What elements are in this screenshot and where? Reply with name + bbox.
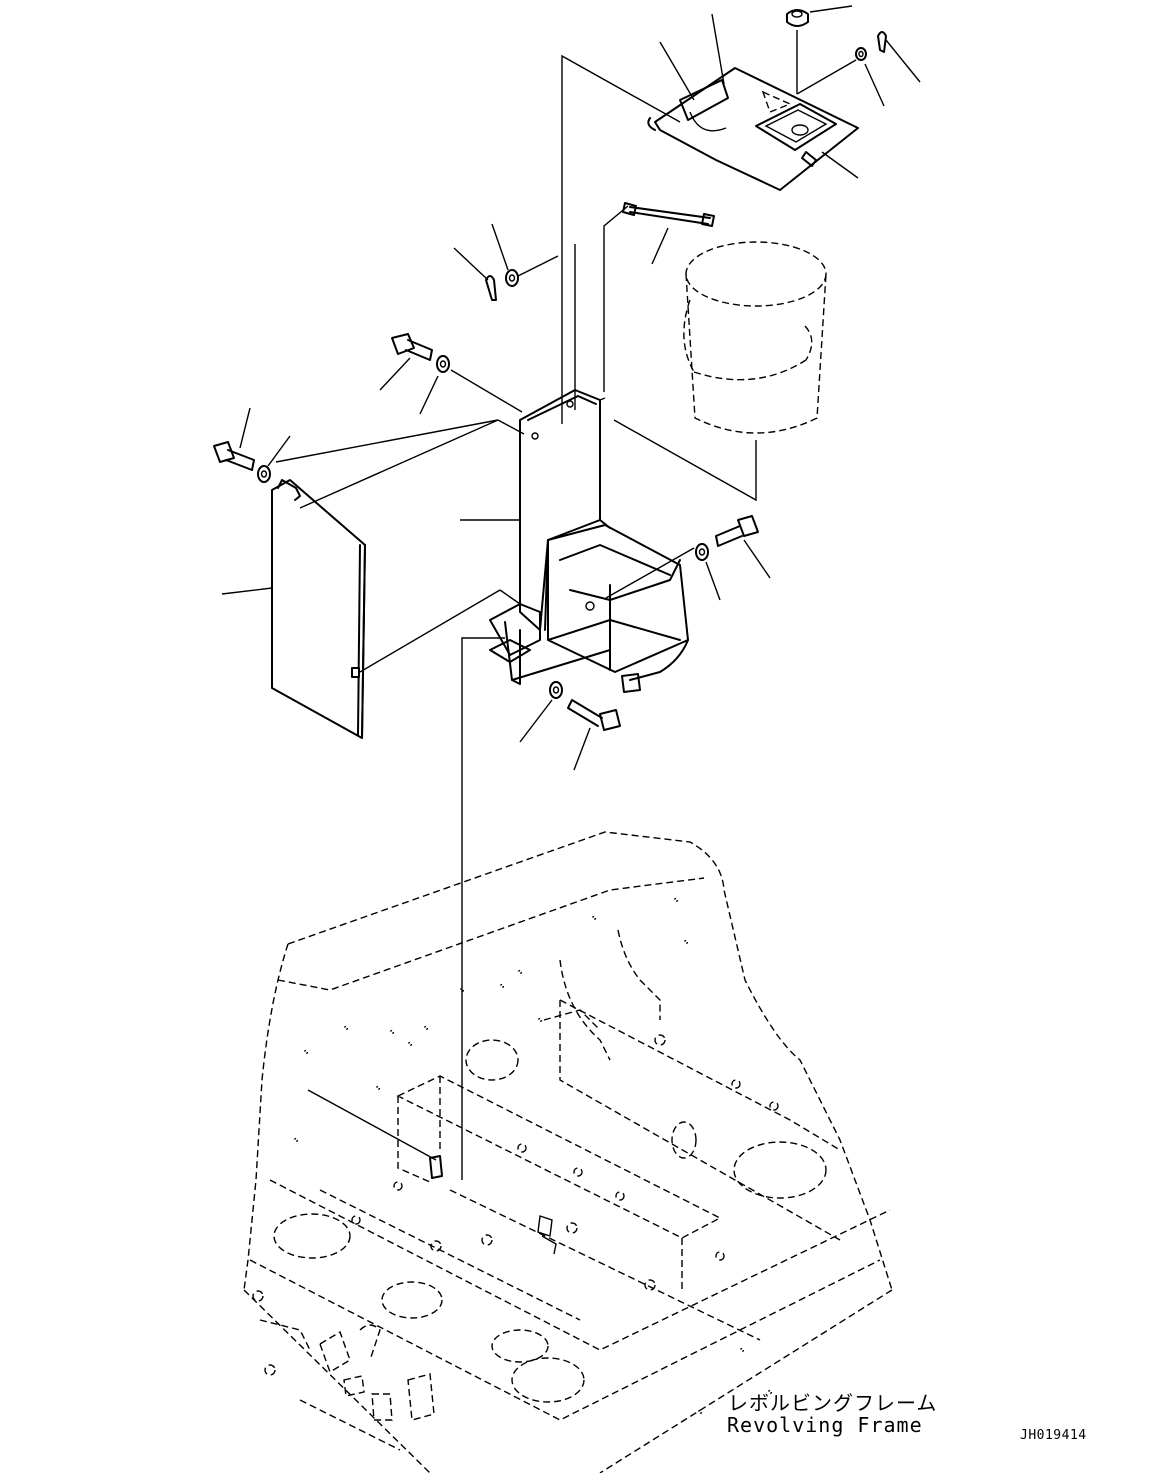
washer-icon	[257, 269, 709, 699]
revolving-frame-icon	[243, 831, 893, 1473]
bucket-icon	[683, 241, 827, 434]
assembly-lines	[275, 54, 857, 1180]
callout-leaders	[221, 5, 921, 771]
frame-label-english: Revolving Frame	[727, 1413, 923, 1437]
side-cover-plate-icon	[271, 479, 366, 739]
rod-icon	[622, 202, 715, 227]
bolt-icon	[213, 333, 759, 731]
latch-icon	[786, 9, 809, 94]
washer-icon	[855, 47, 867, 61]
cotter-pin-icon	[877, 31, 887, 53]
top-lid-plate-icon	[647, 67, 859, 191]
bucket-holder-bracket-icon	[489, 389, 689, 693]
frame-label-japanese: レボルビングフレーム	[728, 1391, 938, 1415]
drawing-code: JH019414	[1020, 1428, 1087, 1443]
cotter-pin-icon	[485, 275, 497, 301]
